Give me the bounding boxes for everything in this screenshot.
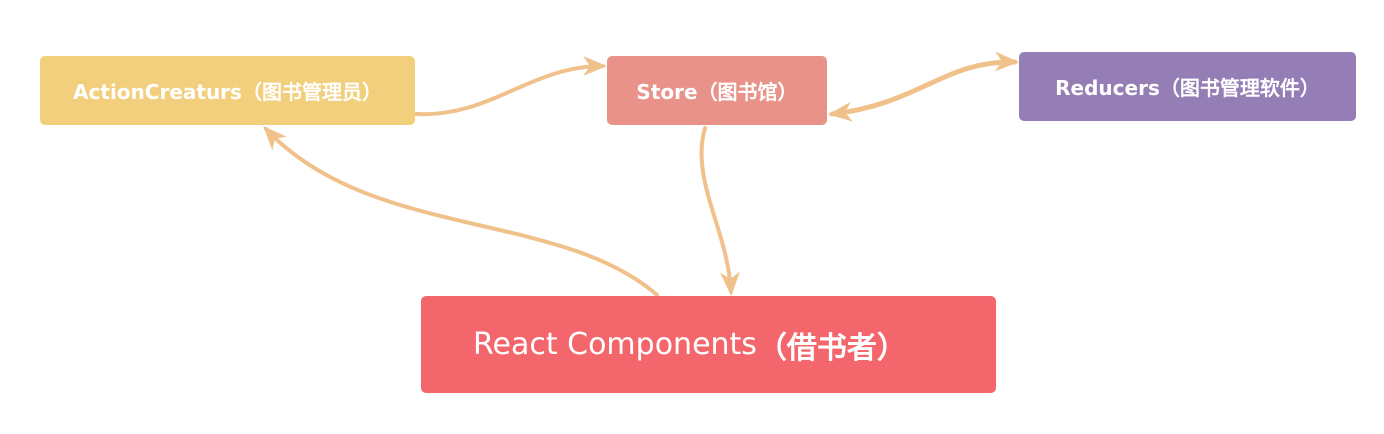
edge-store-reducers bbox=[828, 51, 1019, 122]
edge-action-to-store bbox=[414, 56, 607, 117]
node-reducers: Reducers（图书管理软件） bbox=[1019, 52, 1356, 121]
edge-store-to-react bbox=[699, 126, 741, 296]
node-react-components-label-cn: （借书者） bbox=[756, 330, 907, 366]
node-reducers-label: Reducers（图书管理软件） bbox=[1055, 76, 1320, 100]
node-action-creators-label: ActionCreaturs（图书管理员） bbox=[73, 80, 382, 104]
node-react-components-label-en: React Components bbox=[473, 327, 757, 362]
node-store: Store（图书馆） bbox=[607, 56, 827, 125]
node-action-creators: ActionCreaturs（图书管理员） bbox=[40, 56, 415, 125]
node-react-components: React Components（借书者） bbox=[421, 296, 996, 393]
edge-react-to-action bbox=[263, 126, 659, 297]
node-store-label: Store（图书馆） bbox=[636, 80, 798, 104]
